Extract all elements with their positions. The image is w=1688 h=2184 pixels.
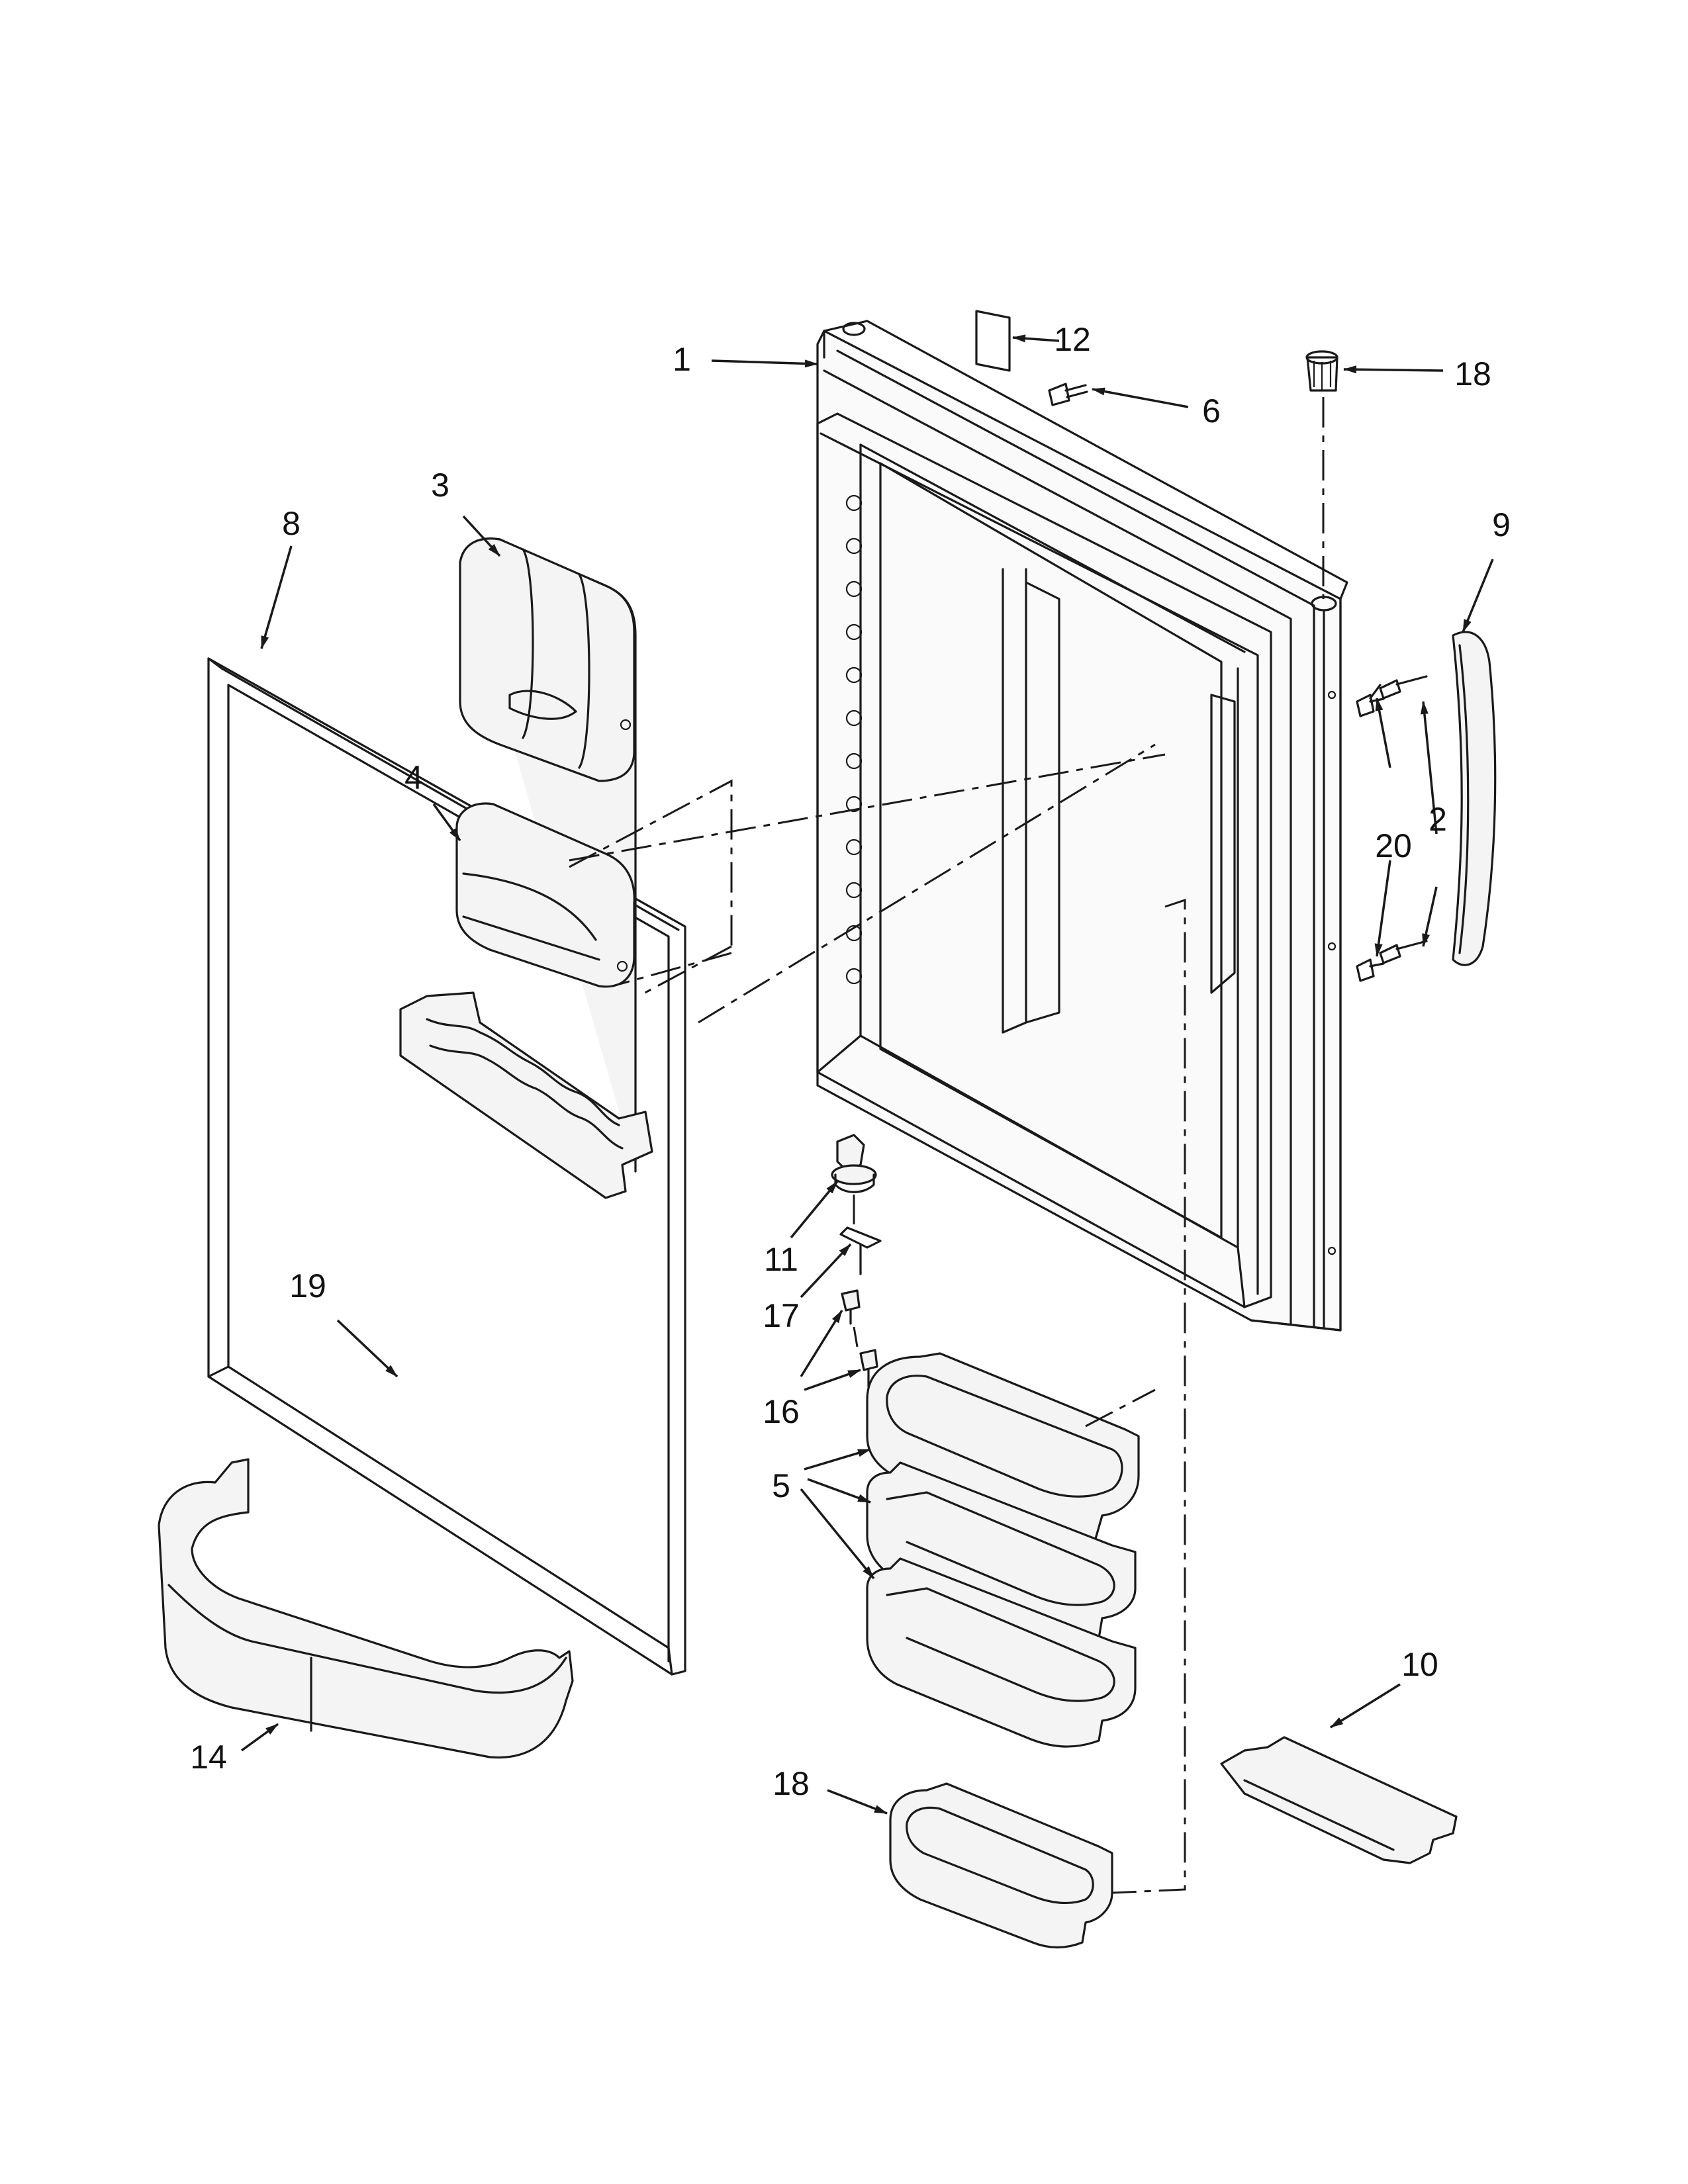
part-14-bottom-shelf (158, 1458, 574, 1759)
part-18-small-bin (889, 1782, 1113, 1949)
callout-18: 18 (773, 1765, 810, 1802)
leader-arrows (240, 334, 1494, 1815)
callout-4: 4 (404, 759, 423, 796)
callout-19: 19 (289, 1267, 326, 1304)
part-10-tray (1220, 1736, 1458, 1864)
door-liner (816, 412, 1272, 1308)
callout-16: 18 (1454, 355, 1491, 392)
callout-9: 9 (1492, 506, 1511, 543)
part-19-bottle-rack (399, 991, 653, 1199)
callout-6: 6 (1202, 392, 1221, 430)
shelf-peg-holes (845, 494, 863, 985)
callout-8: 8 (282, 505, 301, 542)
alignment-lines (569, 743, 1186, 1894)
part-16-bushing (1305, 350, 1338, 599)
callout-labels: 1 12 6 18 9 8 20 2 3 4 19 11 17 16 5 14 … (190, 321, 1511, 1802)
part-9-door-handle (1452, 631, 1497, 966)
callout-15: 16 (763, 1393, 800, 1430)
callout-10: 10 (1401, 1646, 1438, 1683)
callout-3: 3 (431, 467, 449, 504)
callout-1: 1 (673, 341, 691, 378)
part-12-label-plate (975, 310, 1011, 372)
callout-2: 2 (1429, 801, 1447, 838)
part-17-hinge-bracket (839, 1226, 882, 1275)
part-15-hinge-screws (841, 1289, 878, 1388)
part-5-door-bins (866, 1352, 1140, 1748)
door-outer-frame (816, 320, 1348, 1332)
callout-5: 5 (772, 1467, 790, 1504)
callout-14: 14 (190, 1739, 227, 1776)
part-2-20-handle-screws (1356, 675, 1428, 982)
part-6-screw (1048, 383, 1088, 406)
callout-20: 20 (1375, 827, 1412, 864)
callout-11: 11 (764, 1241, 798, 1278)
callout-12: 12 (1054, 321, 1091, 358)
part-11-hinge-pin (831, 1134, 877, 1224)
door-bin-bottom (866, 1557, 1137, 1748)
callout-17: 17 (763, 1297, 800, 1334)
part-4-dairy-bin (455, 802, 635, 988)
